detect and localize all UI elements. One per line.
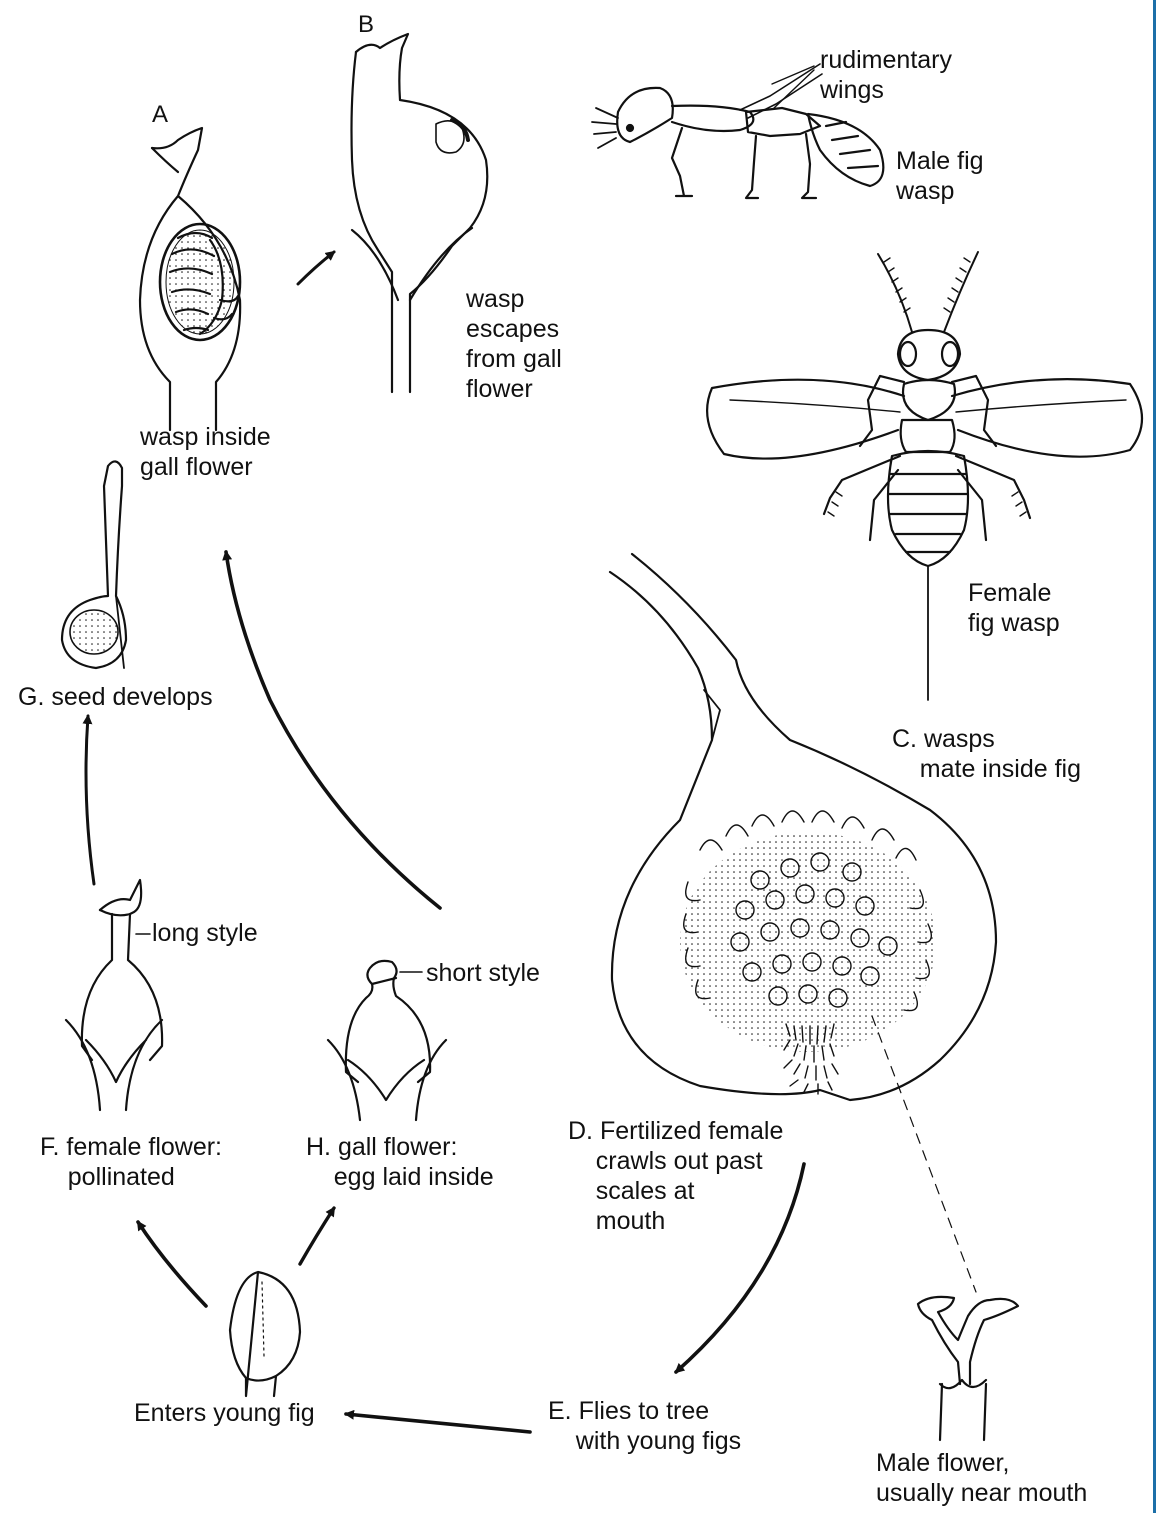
female-fig-wasp-drawing bbox=[707, 252, 1142, 700]
label-long-style: long style bbox=[152, 918, 258, 948]
label-d-fertilized-female: D. Fertilized female crawls out past sca… bbox=[568, 1116, 783, 1236]
arrow-young-fig-to-h bbox=[300, 1208, 334, 1264]
label-wasp-inside-gall-flower: wasp inside gall flower bbox=[140, 422, 271, 482]
arrow-h-to-a bbox=[226, 552, 440, 908]
male-flower-leader-line bbox=[872, 1016, 976, 1292]
label-enters-young-fig: Enters young fig bbox=[134, 1398, 315, 1428]
label-h-gall-flower: H. gall flower: egg laid inside bbox=[306, 1132, 494, 1192]
label-e-flies-to-tree: E. Flies to tree with young figs bbox=[548, 1396, 741, 1456]
fig-cross-section-drawing bbox=[610, 554, 996, 1100]
gall-flower-a-drawing bbox=[140, 128, 240, 430]
label-male-fig-wasp: Male fig wasp bbox=[896, 146, 984, 206]
seed-drawing bbox=[62, 461, 126, 668]
label-male-flower: Male flower, usually near mouth bbox=[876, 1448, 1087, 1508]
label-short-style: short style bbox=[426, 958, 540, 988]
arrow-young-fig-to-f bbox=[138, 1222, 206, 1306]
female-flower-drawing bbox=[66, 880, 162, 1110]
young-fig-drawing bbox=[230, 1272, 300, 1396]
label-wasp-escapes: wasp escapes from gall flower bbox=[466, 284, 562, 404]
arrow-e-to-young-fig bbox=[346, 1414, 530, 1432]
arrow-a-to-b bbox=[298, 252, 334, 284]
label-female-fig-wasp: Female fig wasp bbox=[968, 578, 1060, 638]
right-border-strip bbox=[1153, 0, 1156, 1513]
label-b: B bbox=[358, 10, 374, 40]
label-a: A bbox=[152, 100, 168, 130]
male-flower-drawing bbox=[918, 1297, 1018, 1440]
label-f-female-flower: F. female flower: pollinated bbox=[40, 1132, 222, 1192]
arrow-f-to-g bbox=[86, 716, 94, 884]
label-g-seed-develops: G. seed develops bbox=[18, 682, 213, 712]
label-rudimentary-wings: rudimentary wings bbox=[820, 45, 952, 105]
label-c-wasps-mate: C. wasps mate inside fig bbox=[892, 724, 1081, 784]
